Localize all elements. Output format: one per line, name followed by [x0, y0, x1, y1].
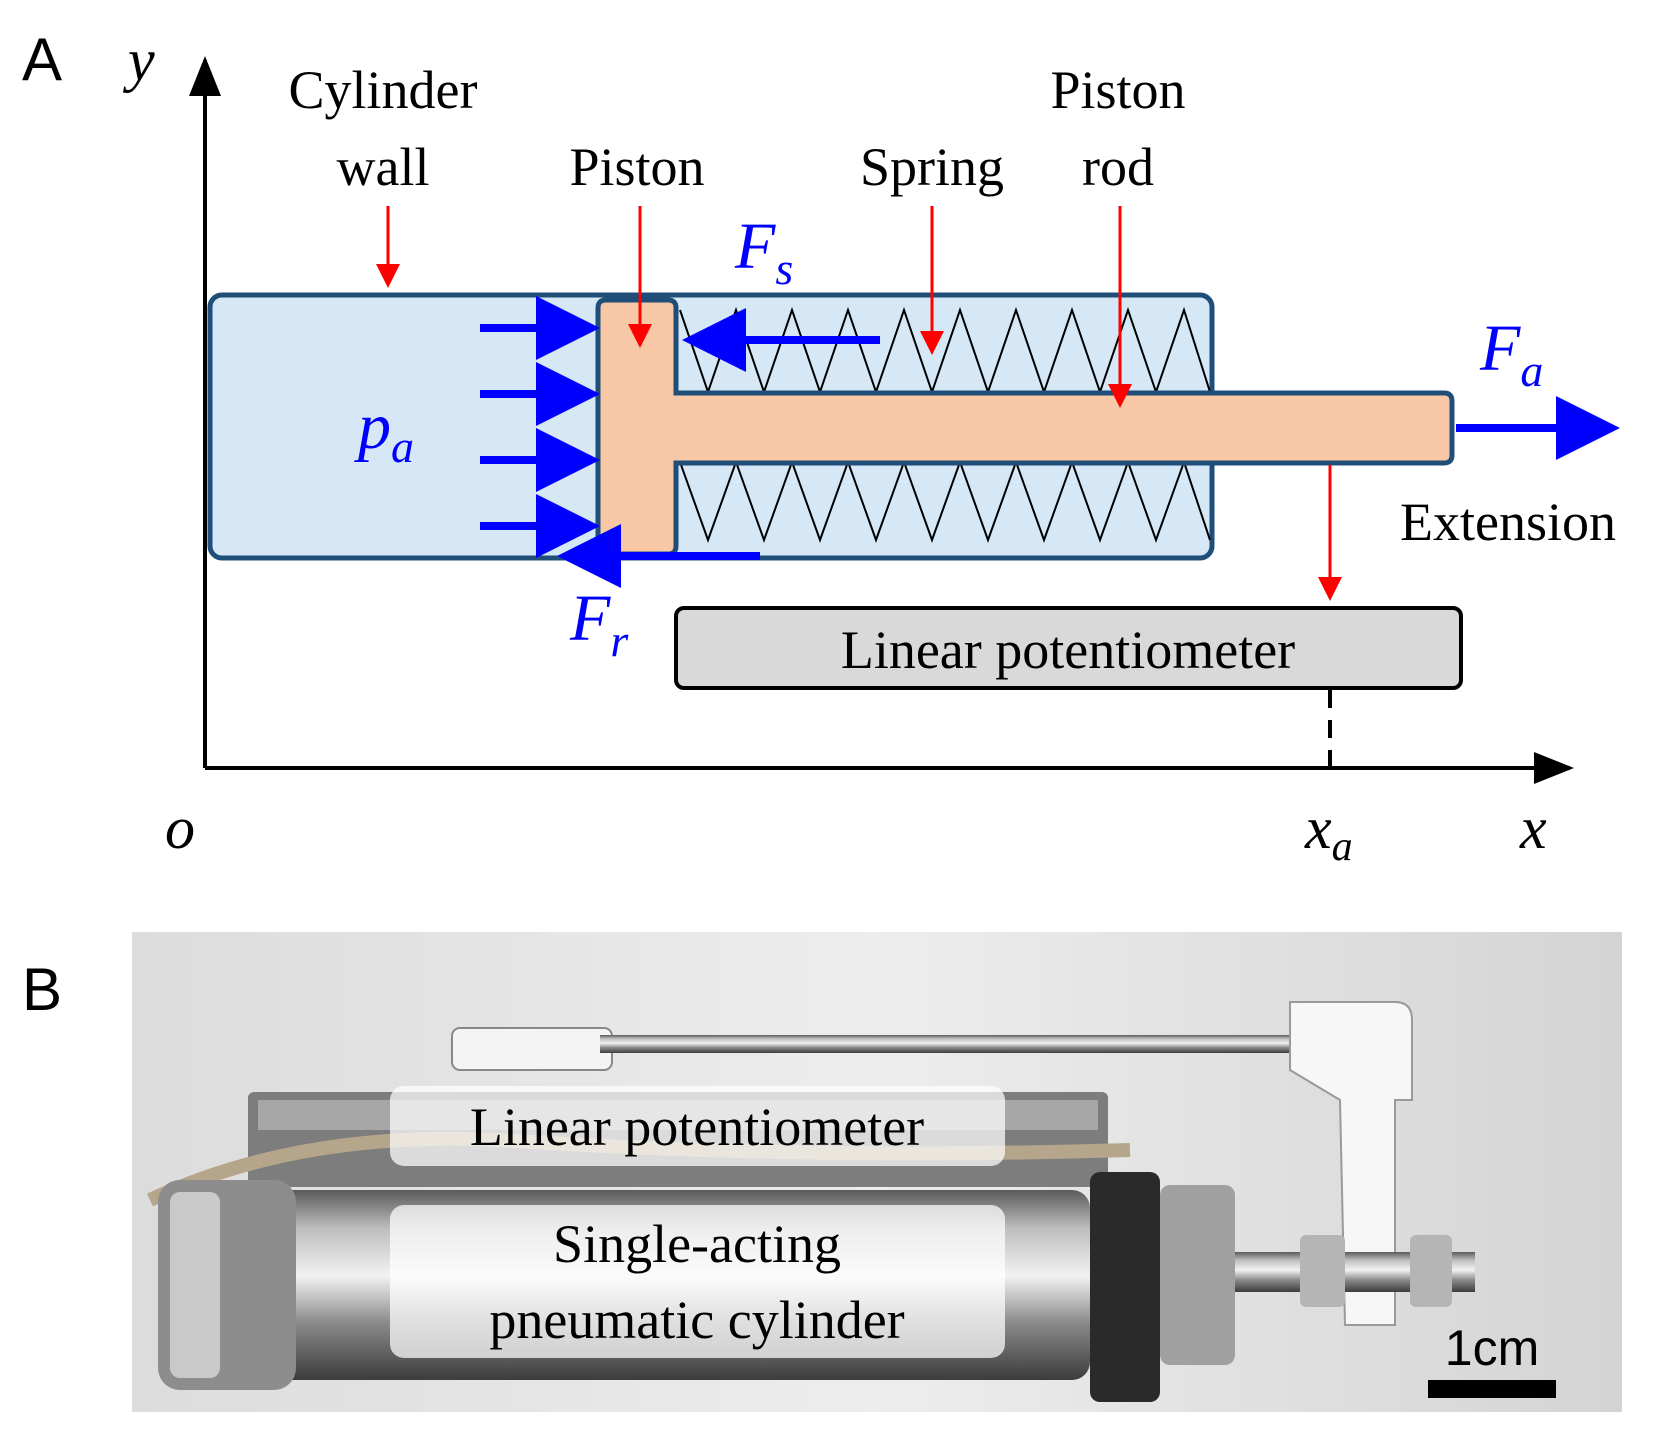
fr-label: Fr [569, 582, 629, 666]
piston-label: Piston [569, 137, 704, 197]
photo-potentiometer-label-bg [390, 1086, 1005, 1166]
linear-potentiometer-box [674, 606, 1463, 690]
linear-potentiometer-label: Linear potentiometer [841, 620, 1295, 680]
photo-cylinder-label-bg [390, 1205, 1005, 1358]
fa-label: Fa [1479, 312, 1543, 396]
panel-b-letter: B [22, 956, 62, 1023]
extension-label: Extension [1400, 492, 1616, 552]
spring-label: Spring [860, 137, 1004, 197]
photo-potentiometer-label: Linear potentiometer [470, 1097, 924, 1157]
scale-bar [1428, 1380, 1556, 1398]
y-axis-label: y [122, 27, 155, 93]
fs-label: Fs [734, 210, 793, 294]
photo-slider-block [451, 1027, 613, 1071]
pa-label: pa [354, 390, 414, 472]
x-axis-label: x [1519, 795, 1547, 861]
photo-cylinder-label-line2: pneumatic cylinder [489, 1290, 904, 1350]
cylinder-wall-label-line2: wall [337, 137, 430, 197]
cylinder-wall-label-line1: Cylinder [289, 60, 478, 120]
pointer-arrows [376, 206, 1342, 601]
xa-label: xa [1304, 795, 1353, 870]
panel-a: A y x o Linear potentiometer xa pa [22, 26, 1620, 870]
panel-a-letter: A [22, 26, 62, 93]
spring-upper [679, 306, 1211, 396]
panel-b: B Linear potentiometer Single-acting pne… [22, 932, 1622, 1412]
photo-top-rod [600, 1035, 1290, 1053]
scale-bar-label: 1cm [1445, 1320, 1539, 1376]
spring-lower [679, 458, 1211, 543]
origin-label: o [165, 795, 195, 861]
piston-rod-label-line2: rod [1082, 137, 1154, 197]
piston-rod-label-line1: Piston [1050, 60, 1185, 120]
photo-bracket [1289, 1001, 1413, 1326]
photo-front-nut [1090, 1172, 1160, 1402]
photo-cylinder-label-line1: Single-acting [553, 1214, 841, 1274]
